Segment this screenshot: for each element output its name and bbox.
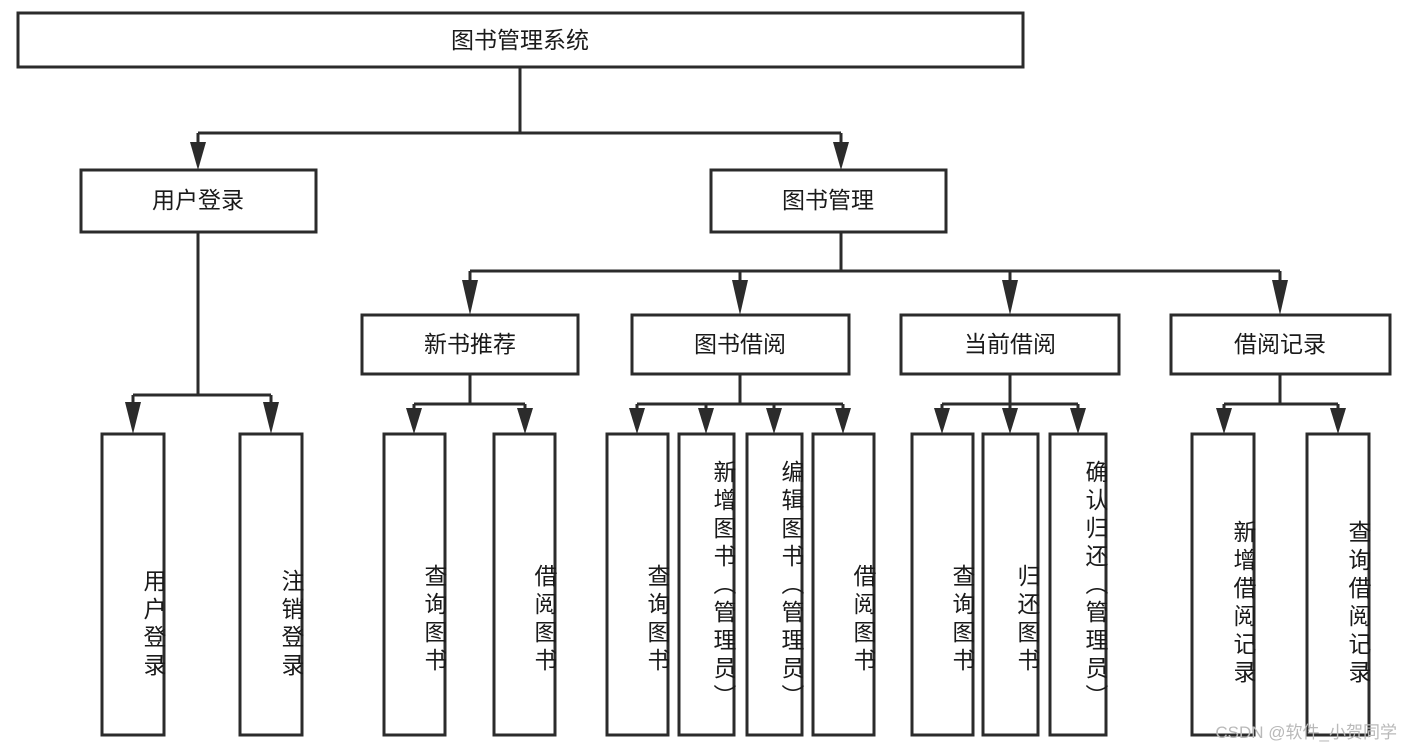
node-book-borrow-label: 图书借阅: [694, 331, 786, 357]
arrow-current-leaf-3: [1070, 408, 1086, 434]
node-borrow-record-label: 借阅记录: [1234, 331, 1326, 357]
leaf-box-query-book-3[interactable]: [910, 432, 975, 737]
arrow-books-to-record: [1272, 280, 1288, 315]
arrow-record-leaf-1: [1216, 408, 1232, 434]
leaf-box-borrow-book-2[interactable]: [811, 432, 876, 737]
node-book-borrow-box[interactable]: [630, 313, 851, 376]
node-current-borrow[interactable]: 当前借阅: [899, 313, 1121, 376]
leaf-box-query-book-1[interactable]: [382, 432, 447, 737]
leaf-box-add-book-admin[interactable]: [677, 432, 736, 737]
node-root-label: 图书管理系统: [451, 27, 589, 53]
arrow-current-leaf-2: [1002, 408, 1018, 434]
node-user-login[interactable]: 用户登录: [79, 168, 318, 234]
arrow-root-to-books: [833, 142, 849, 170]
node-current-borrow-label: 当前借阅: [964, 331, 1056, 357]
arrow-books-to-newbook: [462, 280, 478, 315]
node-root-box[interactable]: [16, 11, 1025, 69]
leaf-box-query-book-2[interactable]: [605, 432, 670, 737]
leaf-box-return-book[interactable]: [981, 432, 1040, 737]
node-user-login-label: 用户登录: [152, 187, 244, 213]
leaf-box-add-borrow-record[interactable]: [1190, 432, 1256, 737]
node-new-book-recommend[interactable]: 新书推荐: [360, 313, 580, 376]
node-user-login-box[interactable]: [79, 168, 318, 234]
csdn-watermark: CSDN @软件_小贺同学: [1215, 723, 1397, 742]
arrow-books-to-borrow: [732, 280, 748, 315]
arrow-root-to-login: [190, 142, 206, 170]
arrow-login-leaf-1: [125, 402, 141, 434]
leaf-box-logout[interactable]: [238, 432, 304, 737]
connectors: [125, 67, 1346, 434]
arrow-newbook-leaf-2: [517, 408, 533, 434]
node-current-borrow-box[interactable]: [899, 313, 1121, 376]
node-book-borrow[interactable]: 图书借阅: [630, 313, 851, 376]
arrow-borrow-leaf-3: [766, 408, 782, 434]
leaf-box-borrow-book-1[interactable]: [492, 432, 557, 737]
arrow-record-leaf-2: [1330, 408, 1346, 434]
node-borrow-record-box[interactable]: [1169, 313, 1392, 376]
leaf-box-user-login[interactable]: [100, 432, 166, 737]
leaf-box-query-borrow-record[interactable]: [1305, 432, 1371, 737]
node-new-book-recommend-label: 新书推荐: [424, 331, 516, 357]
arrow-books-to-current: [1002, 280, 1018, 315]
leaf-box-confirm-return-admin[interactable]: [1048, 432, 1108, 737]
node-book-management-label: 图书管理: [782, 187, 874, 213]
arrow-login-leaf-2: [263, 402, 279, 434]
arrow-borrow-leaf-4: [835, 408, 851, 434]
node-root[interactable]: 图书管理系统: [16, 11, 1025, 69]
node-book-management-box[interactable]: [709, 168, 948, 234]
arrow-newbook-leaf-1: [406, 408, 422, 434]
arrow-current-leaf-1: [934, 408, 950, 434]
node-borrow-record[interactable]: 借阅记录: [1169, 313, 1392, 376]
arrow-borrow-leaf-2: [698, 408, 714, 434]
node-book-management[interactable]: 图书管理: [709, 168, 948, 234]
node-new-book-recommend-box[interactable]: [360, 313, 580, 376]
arrow-borrow-leaf-1: [629, 408, 645, 434]
leaf-box-edit-book-admin[interactable]: [745, 432, 804, 737]
